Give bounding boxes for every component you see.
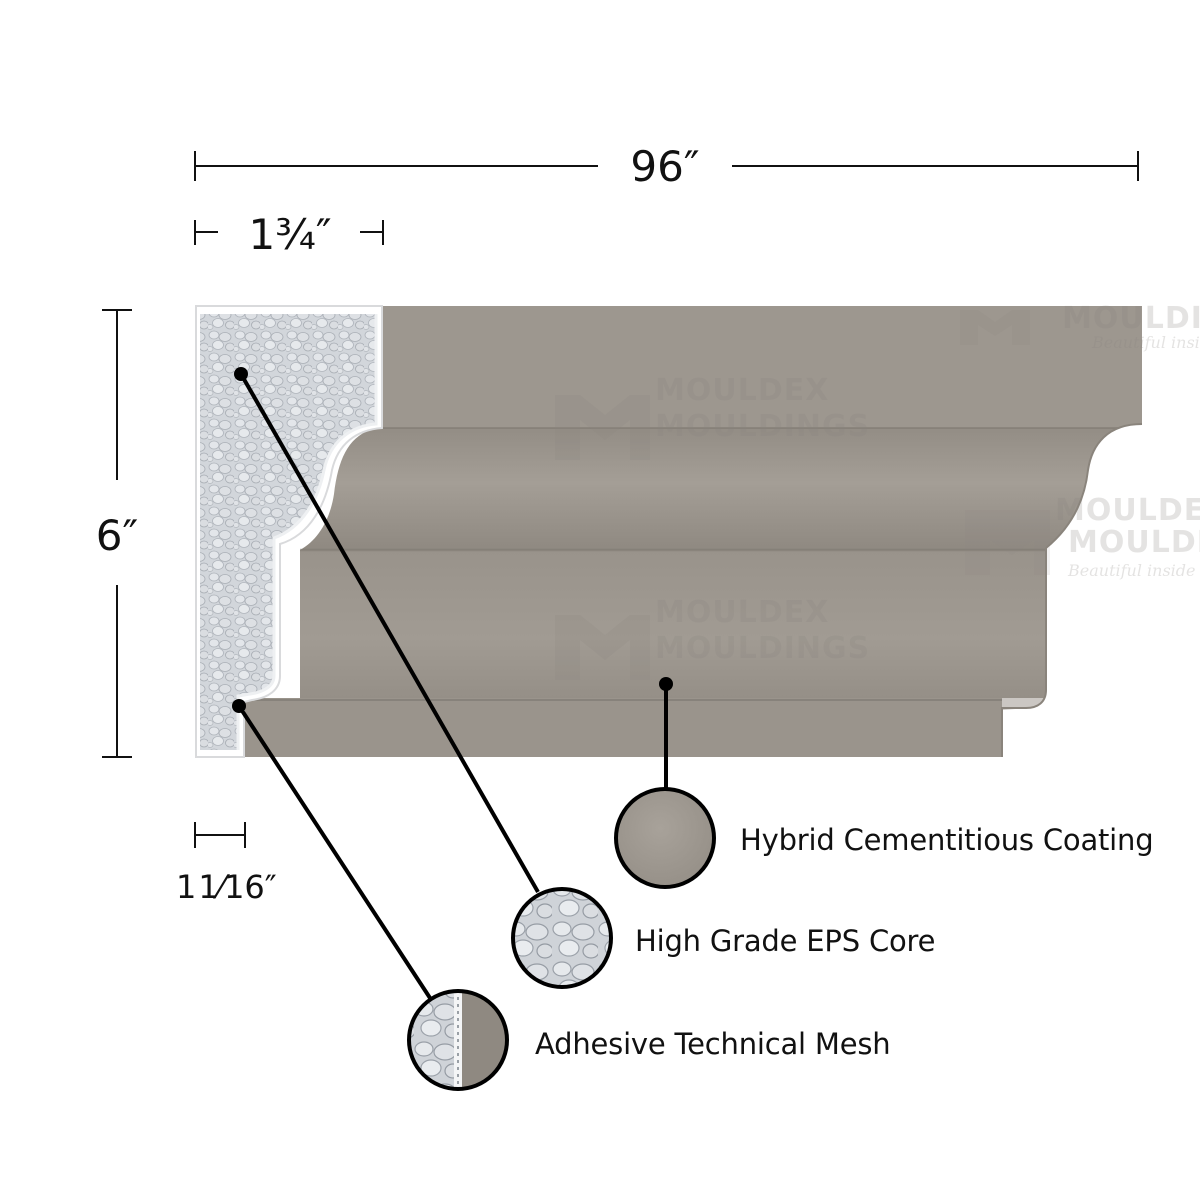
moulding-body (196, 306, 1143, 757)
svg-text:MOULDEX: MOULDEX (655, 595, 829, 630)
eps-core-fill (200, 314, 376, 750)
dimension-depth-bottom-label: 11⁄16″ (176, 868, 277, 906)
dimension-depth-top-label: 1¾″ (248, 210, 331, 259)
coating-cove-band (300, 428, 1142, 550)
svg-text:Beautiful inside: Beautiful inside (1067, 561, 1196, 580)
layer-label-eps-core: High Grade EPS Core (635, 924, 935, 958)
dimension-height-label: 6″ (96, 511, 138, 560)
svg-text:MOULDEX: MOULDEX (1055, 493, 1200, 528)
coating-bottom-fillet (240, 698, 1002, 757)
coating-right-profile (1002, 424, 1142, 757)
svg-text:MOULDINGS: MOULDINGS (1068, 525, 1200, 560)
coating-swatch-icon (614, 787, 716, 889)
dimension-depth-top (194, 220, 384, 245)
callout-leaders (237, 373, 668, 1000)
svg-text:MOULDINGS: MOULDINGS (1062, 301, 1200, 336)
svg-text:MOULDINGS: MOULDINGS (655, 409, 870, 444)
dimension-length-label: 96″ (630, 142, 699, 191)
layer-label-mesh: Adhesive Technical Mesh (535, 1027, 890, 1061)
svg-text:MOULDINGS: MOULDINGS (655, 631, 870, 666)
dimension-height (102, 309, 132, 758)
mesh-swatch-icon (407, 989, 509, 1091)
layer-label-coating: Hybrid Cementitious Coating (740, 823, 1153, 857)
dimension-depth-bottom (194, 822, 246, 848)
svg-text:Beautiful inside: Beautiful inside (1091, 333, 1200, 352)
eps-core-section (195, 305, 383, 758)
watermark: MOULDEX MOULDINGS MOULDEX MOULDINGS MOUL… (555, 301, 1200, 680)
dimension-length (194, 151, 1139, 181)
callout-dots (232, 367, 673, 713)
svg-text:MOULDEX: MOULDEX (655, 373, 829, 408)
eps-swatch-icon (511, 887, 613, 989)
coating-bead-band (300, 550, 1045, 698)
